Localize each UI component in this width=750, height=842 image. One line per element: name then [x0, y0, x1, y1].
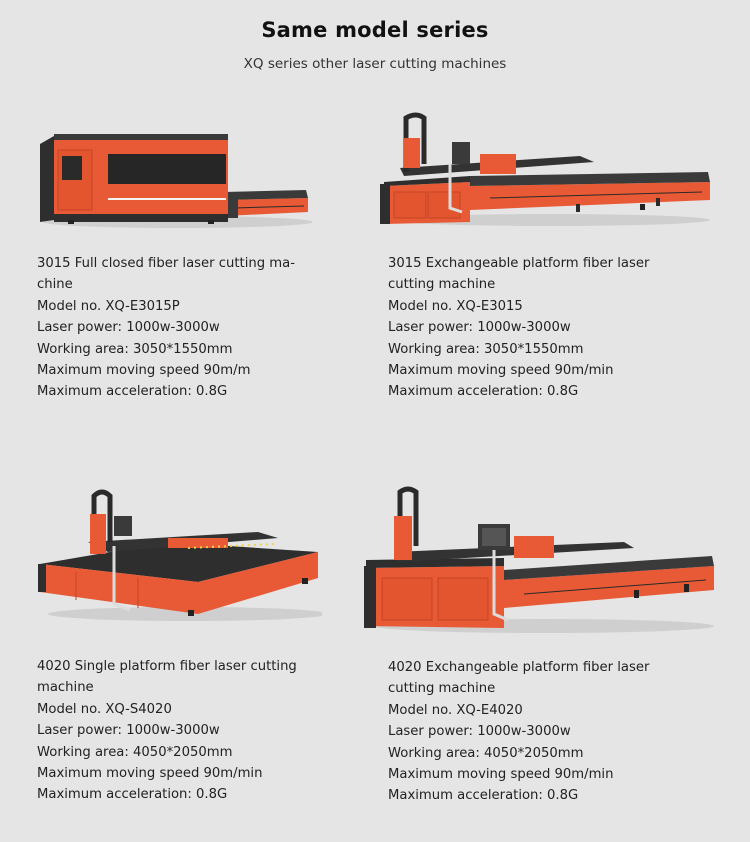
product-power: Laser power: 1000w-3000w: [388, 724, 571, 740]
page-subtitle: XQ series other laser cutting machines: [243, 56, 507, 72]
product-name-line2: chine: [37, 277, 73, 293]
product-speed: Maximum moving speed 90m/min: [388, 767, 614, 783]
product-accel: Maximum acceleration: 0.8G: [37, 384, 228, 400]
product-power: Laser power: 1000w-3000w: [37, 320, 220, 336]
product-image-xq-e4020[interactable]: [364, 486, 716, 636]
product-model: Model no. XQ-E4020: [388, 702, 523, 718]
product-power: Laser power: 1000w-3000w: [388, 320, 571, 336]
product-model: Model no. XQ-E3015P: [37, 298, 180, 314]
product-image-xq-e3015p[interactable]: [38, 130, 312, 230]
product-spec-xq-e3015p: 3015 Full closed fiber laser cutting ma-…: [37, 253, 295, 403]
product-model: Model no. XQ-S4020: [37, 701, 172, 717]
product-name-line2: machine: [37, 680, 94, 696]
product-name-line1: 3015 Exchangeable platform fiber laser: [388, 256, 650, 271]
product-image-xq-e3015[interactable]: [380, 112, 714, 230]
product-name-line1: 3015 Full closed fiber laser cutting ma-: [37, 256, 295, 271]
product-area: Working area: 3050*1550mm: [388, 341, 584, 357]
product-power: Laser power: 1000w-3000w: [37, 723, 220, 739]
product-model: Model no. XQ-E3015: [388, 298, 523, 314]
product-spec-xq-e4020: 4020 Exchangeable platform fiber laser c…: [388, 657, 649, 807]
product-speed: Maximum moving speed 90m/min: [388, 363, 614, 379]
product-name-line1: 4020 Single platform fiber laser cutting: [37, 659, 297, 674]
product-accel: Maximum acceleration: 0.8G: [388, 788, 579, 804]
page-title: Same model series: [261, 18, 489, 42]
product-spec-xq-e3015: 3015 Exchangeable platform fiber laser c…: [388, 253, 649, 403]
product-speed: Maximum moving speed 90m/m: [37, 363, 251, 379]
product-image-xq-s4020[interactable]: [38, 486, 322, 626]
product-area: Working area: 4050*2050mm: [388, 745, 584, 761]
product-spec-xq-s4020: 4020 Single platform fiber laser cutting…: [37, 656, 297, 806]
product-area: Working area: 3050*1550mm: [37, 341, 233, 357]
product-accel: Maximum acceleration: 0.8G: [388, 384, 579, 400]
product-name-line1: 4020 Exchangeable platform fiber laser: [388, 660, 650, 675]
product-name-line2: cutting machine: [388, 277, 496, 293]
product-area: Working area: 4050*2050mm: [37, 744, 233, 760]
product-name-line2: cutting machine: [388, 681, 496, 697]
product-speed: Maximum moving speed 90m/min: [37, 766, 263, 782]
product-accel: Maximum acceleration: 0.8G: [37, 787, 228, 803]
